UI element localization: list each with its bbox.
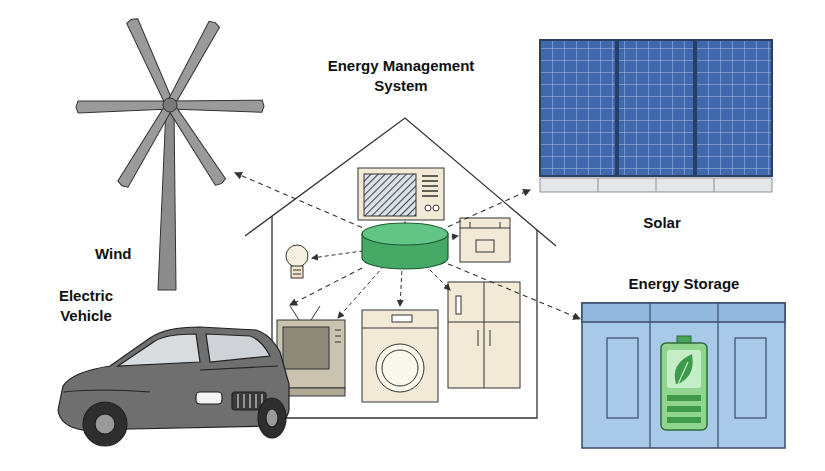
node-label: Energy Storage bbox=[629, 274, 740, 294]
electric-vehicle bbox=[58, 327, 289, 446]
ems-core bbox=[362, 223, 448, 269]
node-label: Wind bbox=[95, 244, 132, 264]
dashed-arrow bbox=[235, 173, 362, 228]
solar-panels bbox=[540, 40, 772, 192]
internal-links bbox=[312, 222, 458, 318]
dashed-arrow bbox=[448, 190, 530, 227]
appliances bbox=[277, 168, 520, 402]
wind-turbine bbox=[76, 17, 264, 290]
node-label: Energy Management System bbox=[306, 56, 496, 95]
storage-node: Energy Storage bbox=[580, 274, 788, 450]
dashed-arrow bbox=[448, 264, 580, 319]
energy-storage-unit bbox=[582, 303, 785, 448]
vehicle-node: Electric Vehicle bbox=[45, 286, 290, 450]
node-label: Electric Vehicle bbox=[45, 286, 127, 325]
wind-node: Wind bbox=[85, 18, 235, 263]
house-node: Energy Management System bbox=[245, 56, 557, 420]
dashed-arrow bbox=[290, 268, 362, 305]
house-outline bbox=[245, 118, 556, 418]
solar-node: Solar bbox=[530, 36, 778, 232]
node-label: Solar bbox=[643, 213, 681, 233]
